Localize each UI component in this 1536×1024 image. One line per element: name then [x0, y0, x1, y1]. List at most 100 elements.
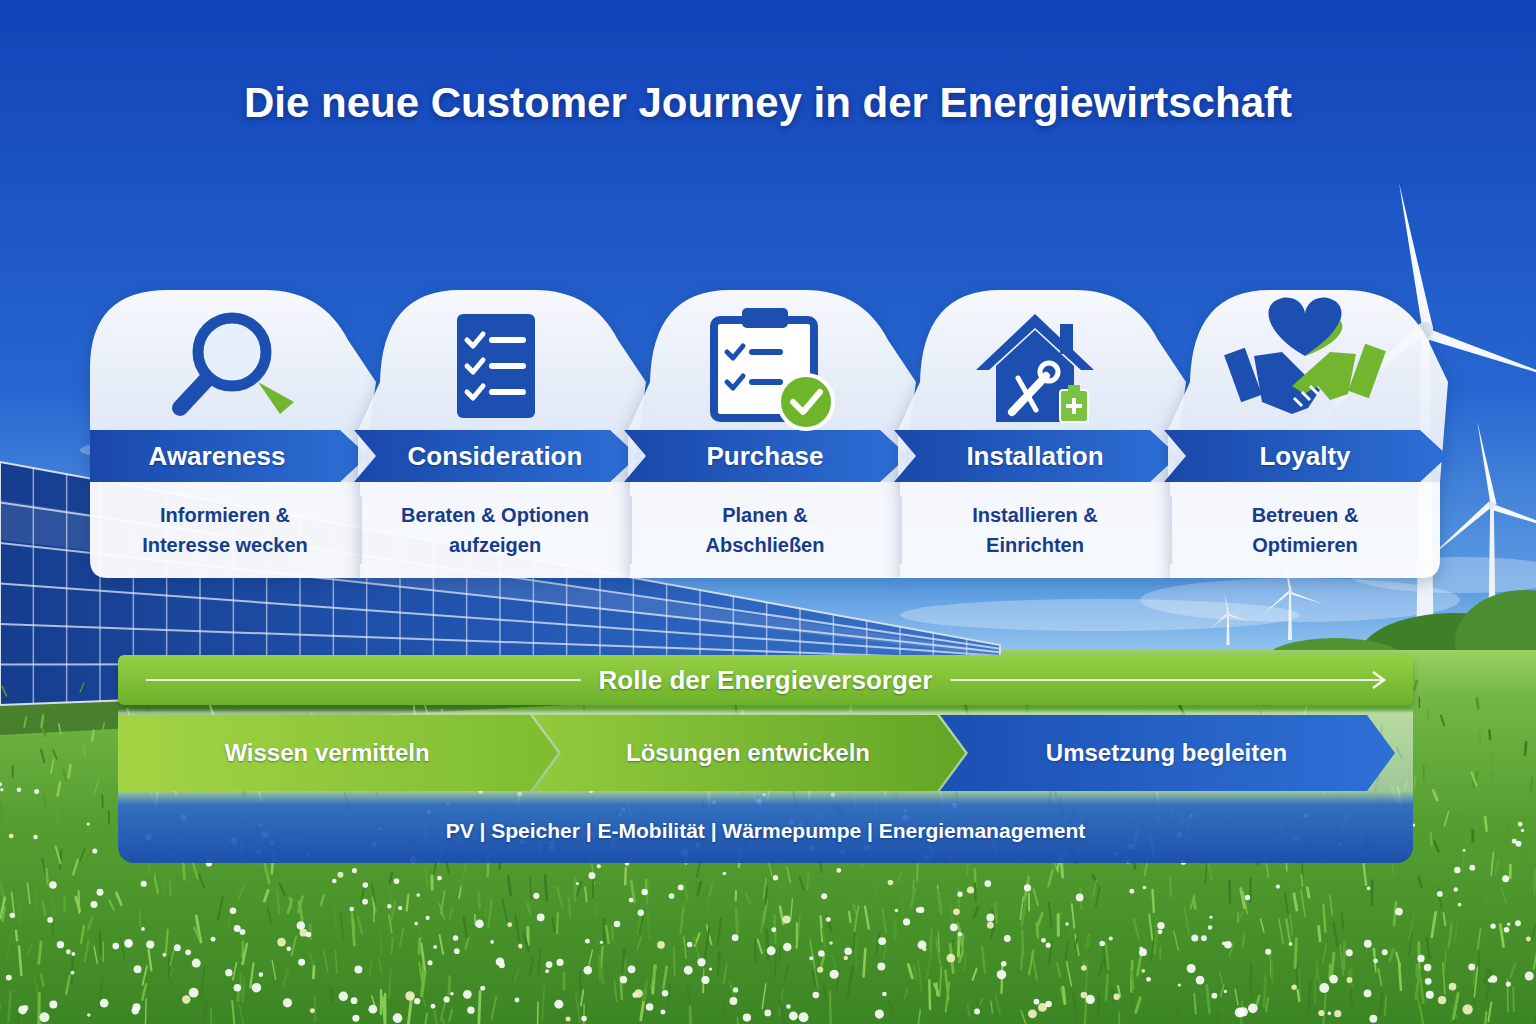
flower	[1526, 936, 1531, 941]
grass-blade	[272, 960, 275, 979]
flower	[428, 960, 433, 965]
flower	[556, 959, 563, 966]
stage-body	[1170, 482, 1440, 578]
grass-blade	[861, 900, 863, 920]
grass-blade	[1290, 915, 1292, 935]
flower	[669, 893, 675, 899]
grass-blade	[1106, 975, 1108, 1000]
flower	[1265, 949, 1271, 955]
grass-blade	[1048, 870, 1052, 886]
grass-blade	[652, 966, 656, 988]
grass-blade	[894, 920, 897, 939]
flower	[1395, 908, 1403, 916]
grass-blade	[557, 913, 558, 934]
flower	[877, 962, 885, 970]
grass-blade	[1072, 904, 1075, 928]
grass-blade	[1486, 885, 1488, 905]
flower	[1139, 947, 1142, 950]
grass-blade	[19, 903, 20, 922]
flower	[337, 872, 343, 878]
grass-blade	[1525, 742, 1526, 754]
grass-blade	[1418, 994, 1419, 1008]
grass-blade	[579, 972, 582, 992]
grass-blade	[291, 936, 296, 955]
flower	[259, 972, 264, 977]
grass-blade	[1217, 1013, 1218, 1024]
flower	[352, 868, 357, 873]
stage-chevron-band	[1164, 430, 1448, 482]
stage-chevron-band	[90, 430, 368, 482]
grass-blade	[264, 890, 268, 901]
flower	[450, 992, 453, 995]
grass-blade	[1264, 976, 1266, 1007]
grass-blade	[380, 927, 381, 954]
grass-blade	[1534, 951, 1536, 968]
grass-blade	[80, 683, 84, 692]
grass-blade	[384, 897, 386, 912]
grass-blade	[1488, 1002, 1491, 1021]
flower	[783, 916, 791, 924]
grass-blade	[1177, 1007, 1180, 1018]
flower	[398, 906, 402, 910]
grass-blade	[718, 953, 719, 976]
grass-blade	[418, 939, 421, 954]
grass-blade	[889, 1000, 894, 1017]
flower	[767, 946, 776, 955]
flower	[34, 789, 39, 794]
grass-blade	[1155, 917, 1157, 943]
grass-blade	[592, 876, 594, 897]
flower	[339, 992, 348, 1001]
grass-blade	[823, 929, 825, 948]
flower	[1196, 976, 1205, 985]
grass-blade	[1205, 861, 1207, 883]
grass-blade	[459, 886, 461, 898]
turbine-tower	[1227, 614, 1230, 645]
grass-blade	[1427, 708, 1429, 719]
grass-blade	[1485, 817, 1486, 831]
grass-blade	[1509, 865, 1512, 878]
grass-blade	[1097, 995, 1101, 1018]
grass-blade	[88, 917, 92, 929]
grass-blade	[864, 949, 866, 977]
technology-list: PV | Speicher | E-Mobilität | Wärmepumpe…	[138, 819, 1393, 843]
grass-blade	[883, 909, 886, 932]
grass-blade	[310, 954, 314, 965]
grass-blade	[1067, 962, 1072, 986]
flower	[211, 937, 216, 942]
grass-blade	[911, 889, 915, 907]
grass-blade	[1443, 913, 1445, 925]
flower	[71, 971, 75, 975]
flower	[729, 997, 737, 1005]
grass-blade	[280, 884, 285, 895]
grass-blade	[1221, 985, 1224, 997]
grass-blade	[372, 996, 375, 1005]
grass-blade	[108, 811, 110, 824]
grass-blade	[1444, 950, 1446, 973]
flower	[923, 947, 927, 951]
grass-blade	[116, 893, 121, 905]
grass-blade	[1419, 970, 1423, 1002]
flower	[1024, 884, 1031, 891]
grass-blade	[594, 904, 597, 917]
grass-blade	[1271, 951, 1273, 982]
grass-blade	[1074, 993, 1077, 1024]
flower	[426, 916, 430, 920]
grass-blade	[515, 969, 519, 982]
flower	[958, 932, 962, 936]
grass-blade	[663, 967, 666, 988]
grass-blade	[1286, 919, 1290, 941]
flower	[134, 965, 142, 973]
flower	[554, 1000, 563, 1009]
flower	[733, 987, 738, 992]
grass-blade	[73, 859, 78, 874]
grass-blade	[848, 967, 853, 996]
stage-icon	[180, 318, 294, 414]
grass-blade	[41, 716, 43, 727]
grass-blade	[101, 795, 103, 807]
grass-blade	[41, 974, 44, 986]
grass-blade	[684, 936, 686, 958]
grass-blade	[239, 886, 244, 898]
grass-blade	[1427, 938, 1430, 959]
flower	[584, 966, 593, 975]
stage-chevron-band	[624, 430, 908, 482]
